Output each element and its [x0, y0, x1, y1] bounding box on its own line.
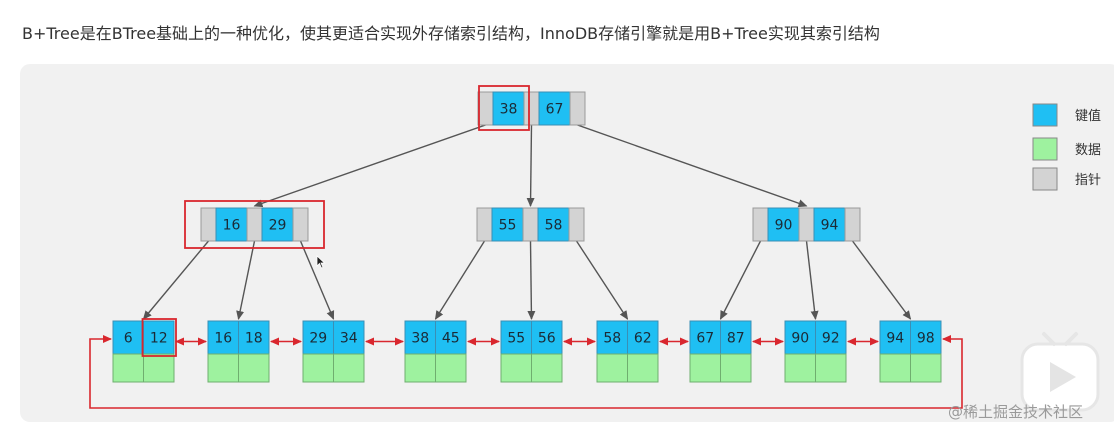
internal-node-key: 55: [499, 218, 517, 234]
tree-edge: [526, 124, 535, 207]
internal-node-pointer: [246, 207, 263, 242]
leaf-data-cell: [207, 353, 239, 383]
tree-edge: [527, 240, 536, 320]
internal-node-key-cell: [767, 207, 800, 242]
tree-edge: [236, 240, 256, 320]
root-node-key-cell: [492, 91, 525, 126]
internal-node-highlight: [184, 200, 325, 249]
legend-label: 键值: [1075, 108, 1101, 124]
leaf-key: 98: [917, 331, 935, 347]
internal-node-pointer: [292, 207, 309, 242]
internal-node-key-cell: [813, 207, 846, 242]
leaf-data-cell: [720, 353, 752, 383]
leaf-key: 6: [124, 331, 133, 347]
tree-edge: [142, 240, 210, 320]
internal-node-pointer: [200, 207, 217, 242]
tv-logo-icon: [1018, 330, 1108, 424]
leaf-data-cell: [404, 353, 436, 383]
tree-edge: [253, 124, 486, 208]
root-node-pointer: [569, 91, 586, 126]
internal-node-pointer: [844, 207, 861, 242]
internal-node-pointer: [568, 207, 585, 242]
leaf-key-highlight: [141, 318, 177, 357]
internal-node-key: 58: [545, 218, 563, 234]
leaf-key: 67: [696, 331, 714, 347]
leaf-key: 12: [150, 331, 168, 347]
leaf-key: 34: [340, 331, 358, 347]
leaf-key: 87: [727, 331, 745, 347]
legend-swatch-key: [1032, 103, 1058, 127]
tree-edge: [577, 124, 808, 208]
leaf-data-cell: [689, 353, 721, 383]
leaf-key: 18: [245, 331, 263, 347]
legend-swatch-data: [1032, 137, 1058, 161]
internal-node-key-cell: [215, 207, 248, 242]
leaf-key: 45: [442, 331, 460, 347]
internal-node-pointer: [752, 207, 769, 242]
internal-node-key-cell: [261, 207, 294, 242]
leaf-key: 29: [309, 331, 327, 347]
legend-label: 指针: [1075, 173, 1101, 188]
root-node-key: 38: [500, 102, 518, 118]
tree-edge: [805, 240, 819, 320]
root-node-key: 67: [546, 102, 564, 118]
internal-node-key: 16: [223, 218, 241, 234]
leaf-data-cell: [815, 353, 847, 383]
leaf-key: 58: [603, 331, 621, 347]
leaf-data-cell: [627, 353, 659, 383]
tree-edge: [575, 240, 629, 320]
leaf-key: 92: [822, 331, 840, 347]
tree-edge: [299, 240, 335, 320]
leaf-data-cell: [435, 353, 467, 383]
leaf-data-cell: [333, 353, 365, 383]
leaf-key: 90: [791, 331, 809, 347]
leaf-data-cell: [302, 353, 334, 383]
page-title: B+Tree是在BTree基础上的一种优化，使其更适合实现外存储索引结构，Inn…: [22, 24, 880, 43]
internal-node-key: 29: [269, 218, 287, 234]
leaf-data-cell: [596, 353, 628, 383]
root-key-highlight: [478, 85, 530, 131]
leaf-data-cell: [910, 353, 942, 383]
leaf-data-cell: [531, 353, 563, 383]
internal-node-pointer: [476, 207, 493, 242]
legend-label: 数据: [1075, 143, 1101, 158]
watermark: @稀土掘金技术社区: [948, 403, 1084, 421]
tree-edge: [719, 240, 762, 320]
leaf-key: 16: [214, 331, 232, 347]
leaf-data-cell: [112, 353, 144, 383]
internal-node-pointer: [522, 207, 539, 242]
internal-node-key: 90: [775, 218, 793, 234]
internal-node-key: 94: [821, 218, 839, 234]
leaf-key: 55: [507, 331, 525, 347]
legend-swatch-pointer: [1032, 167, 1058, 191]
leaf-circular-link: [89, 335, 963, 409]
leaf-data-cell: [238, 353, 270, 383]
leaf-data-cell: [500, 353, 532, 383]
root-node-pointer: [477, 91, 494, 126]
internal-node-key-cell: [537, 207, 570, 242]
leaf-key: 94: [886, 331, 904, 347]
mouse-cursor-icon: [316, 254, 326, 273]
root-node-pointer: [523, 91, 540, 126]
leaf-data-cell: [879, 353, 911, 383]
leaf-key: 56: [538, 331, 556, 347]
tree-edge: [434, 240, 486, 320]
internal-node-key-cell: [491, 207, 524, 242]
leaf-key: 38: [411, 331, 429, 347]
leaf-key: 62: [634, 331, 652, 347]
tree-edge: [851, 240, 912, 320]
internal-node-pointer: [798, 207, 815, 242]
leaf-data-cell: [784, 353, 816, 383]
leaf-data-cell: [143, 353, 175, 383]
